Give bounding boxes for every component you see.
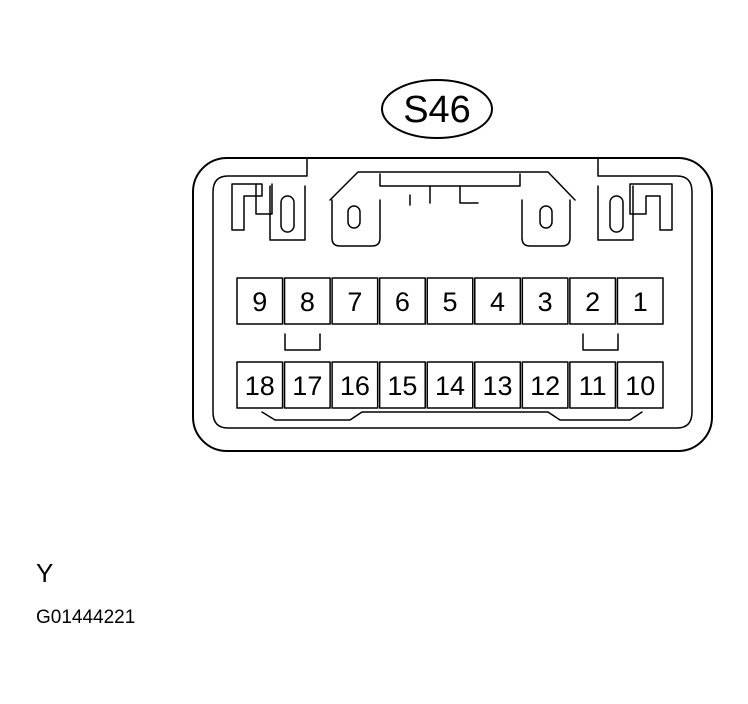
left-latch-tab — [255, 183, 273, 215]
terminal-number: 18 — [245, 371, 275, 401]
terminal-cavity — [521, 361, 569, 409]
right-clip — [582, 333, 619, 351]
left-guide-post — [331, 199, 381, 247]
terminal-cavity — [426, 277, 474, 325]
terminal-number: 3 — [538, 287, 553, 317]
terminal-cavity — [521, 277, 569, 325]
terminal-number: 2 — [585, 287, 600, 317]
terminal-number: 17 — [292, 371, 322, 401]
terminal-cavity — [616, 361, 664, 409]
terminal-cavity — [616, 277, 664, 325]
terminal-number: 13 — [483, 371, 513, 401]
left-latch-slot — [269, 185, 306, 241]
right-guide-hole — [539, 205, 553, 229]
terminal-cavity — [378, 361, 426, 409]
terminal-number: 11 — [579, 371, 607, 401]
terminal-cavity — [378, 277, 426, 325]
terminal-cavity — [569, 361, 617, 409]
terminal-cavity — [236, 277, 284, 325]
terminal-number: 7 — [347, 287, 362, 317]
terminal-cavity — [283, 361, 331, 409]
terminal-number: 1 — [633, 287, 648, 317]
right-latch-slot — [597, 185, 634, 241]
terminal-cavity — [426, 361, 474, 409]
connector-label-text: S46 — [403, 89, 471, 131]
left-latch-hole — [280, 195, 295, 233]
terminal-cavity — [474, 277, 522, 325]
housing-key-detail — [379, 173, 521, 206]
terminal-number: 5 — [442, 287, 457, 317]
housing-key-notch — [329, 171, 576, 201]
terminal-cavity — [283, 277, 331, 325]
terminal-number: 16 — [340, 371, 370, 401]
left-latch — [231, 183, 263, 231]
housing-base-detail — [261, 411, 643, 421]
terminal-number: 6 — [395, 287, 410, 317]
terminal-number: 4 — [490, 287, 505, 317]
terminal-cavity — [331, 361, 379, 409]
terminal-number: 9 — [252, 287, 267, 317]
terminal-row-top: 9 8 7 6 5 4 3 2 1 — [236, 277, 664, 325]
terminal-number: 10 — [625, 371, 655, 401]
housing-outer — [192, 157, 713, 452]
connector-label-oval — [381, 79, 493, 139]
terminal-cavity — [236, 361, 284, 409]
left-guide-hole — [347, 205, 361, 229]
terminal-row-bottom: 18 17 16 15 14 13 12 11 10 — [236, 361, 664, 409]
terminal-number: 15 — [387, 371, 417, 401]
left-clip — [284, 333, 321, 351]
right-latch — [629, 183, 673, 231]
right-latch-hole — [609, 195, 624, 233]
terminal-cavity — [331, 277, 379, 325]
terminal-cavity — [474, 361, 522, 409]
terminal-number: 8 — [300, 287, 315, 317]
housing-inner — [212, 157, 693, 429]
terminal-number: 14 — [435, 371, 465, 401]
connector-color-code: Y — [36, 558, 54, 588]
terminal-cavity — [569, 277, 617, 325]
connector-housing — [192, 157, 713, 452]
connector-label: S46 — [381, 79, 493, 139]
figure-id: G01444221 — [36, 607, 136, 628]
right-guide-post — [521, 199, 571, 247]
terminal-number: 12 — [530, 371, 560, 401]
